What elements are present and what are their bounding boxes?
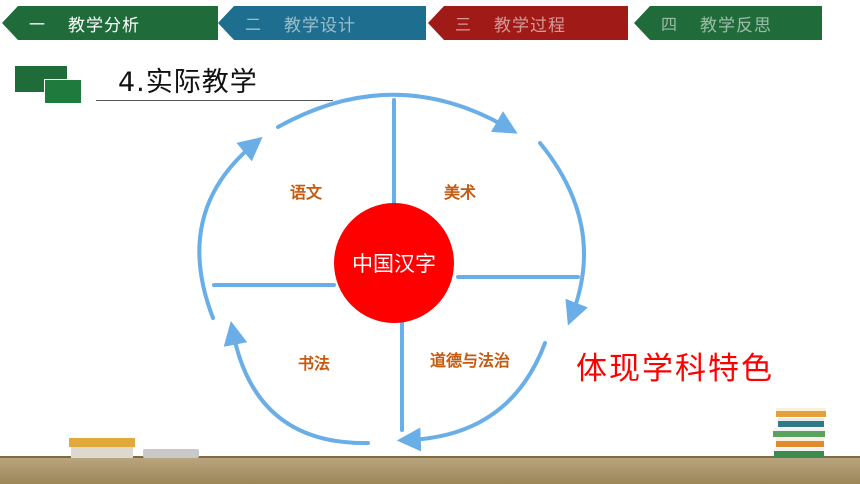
- tab-label: 教学分析: [68, 15, 140, 36]
- tab-arrow-icon: [218, 6, 234, 40]
- tab-label: 教学设计: [284, 15, 356, 36]
- tab-arrow-icon: [428, 6, 444, 40]
- tab-arrow-icon: [634, 6, 650, 40]
- floor-shelf: [0, 458, 860, 484]
- segment-chinese: 语文: [290, 183, 323, 202]
- page-title: 4.实际教学: [118, 67, 258, 98]
- tab-arrow-icon: [2, 6, 18, 40]
- tab-design[interactable]: 二 教学设计: [218, 6, 426, 40]
- tab-process[interactable]: 三 教学过程: [428, 6, 628, 40]
- book-stack-icon: [773, 408, 826, 457]
- center-circle: 中国汉字: [334, 203, 454, 323]
- arrow-right: [538, 141, 588, 326]
- tab-label: 教学过程: [494, 15, 566, 36]
- tab-number: 三: [454, 15, 471, 34]
- floor-line: [0, 456, 860, 459]
- heading-block-front: [44, 79, 82, 104]
- center-label: 中国汉字: [352, 252, 436, 276]
- chalk-box-icon: [69, 438, 135, 458]
- segment-calligraphy: 书法: [298, 354, 331, 373]
- arrow-top: [276, 92, 518, 134]
- tab-label: 教学反思: [700, 15, 772, 36]
- arrow-bottom-right: [396, 341, 547, 452]
- tab-number: 二: [244, 15, 261, 34]
- segment-art: 美术: [444, 183, 477, 202]
- arrow-left: [197, 136, 263, 320]
- segment-morality-law: 道德与法治: [430, 351, 511, 370]
- arrow-bottom-left: [223, 321, 370, 446]
- eraser-icon: [143, 449, 199, 458]
- feature-text: 体现学科特色: [576, 351, 774, 387]
- tab-number: 一: [28, 15, 45, 34]
- tab-reflection[interactable]: 四 教学反思: [634, 6, 822, 40]
- tab-number: 四: [660, 15, 677, 34]
- tab-analysis[interactable]: 一 教学分析: [2, 6, 218, 40]
- title-underline: [96, 100, 333, 101]
